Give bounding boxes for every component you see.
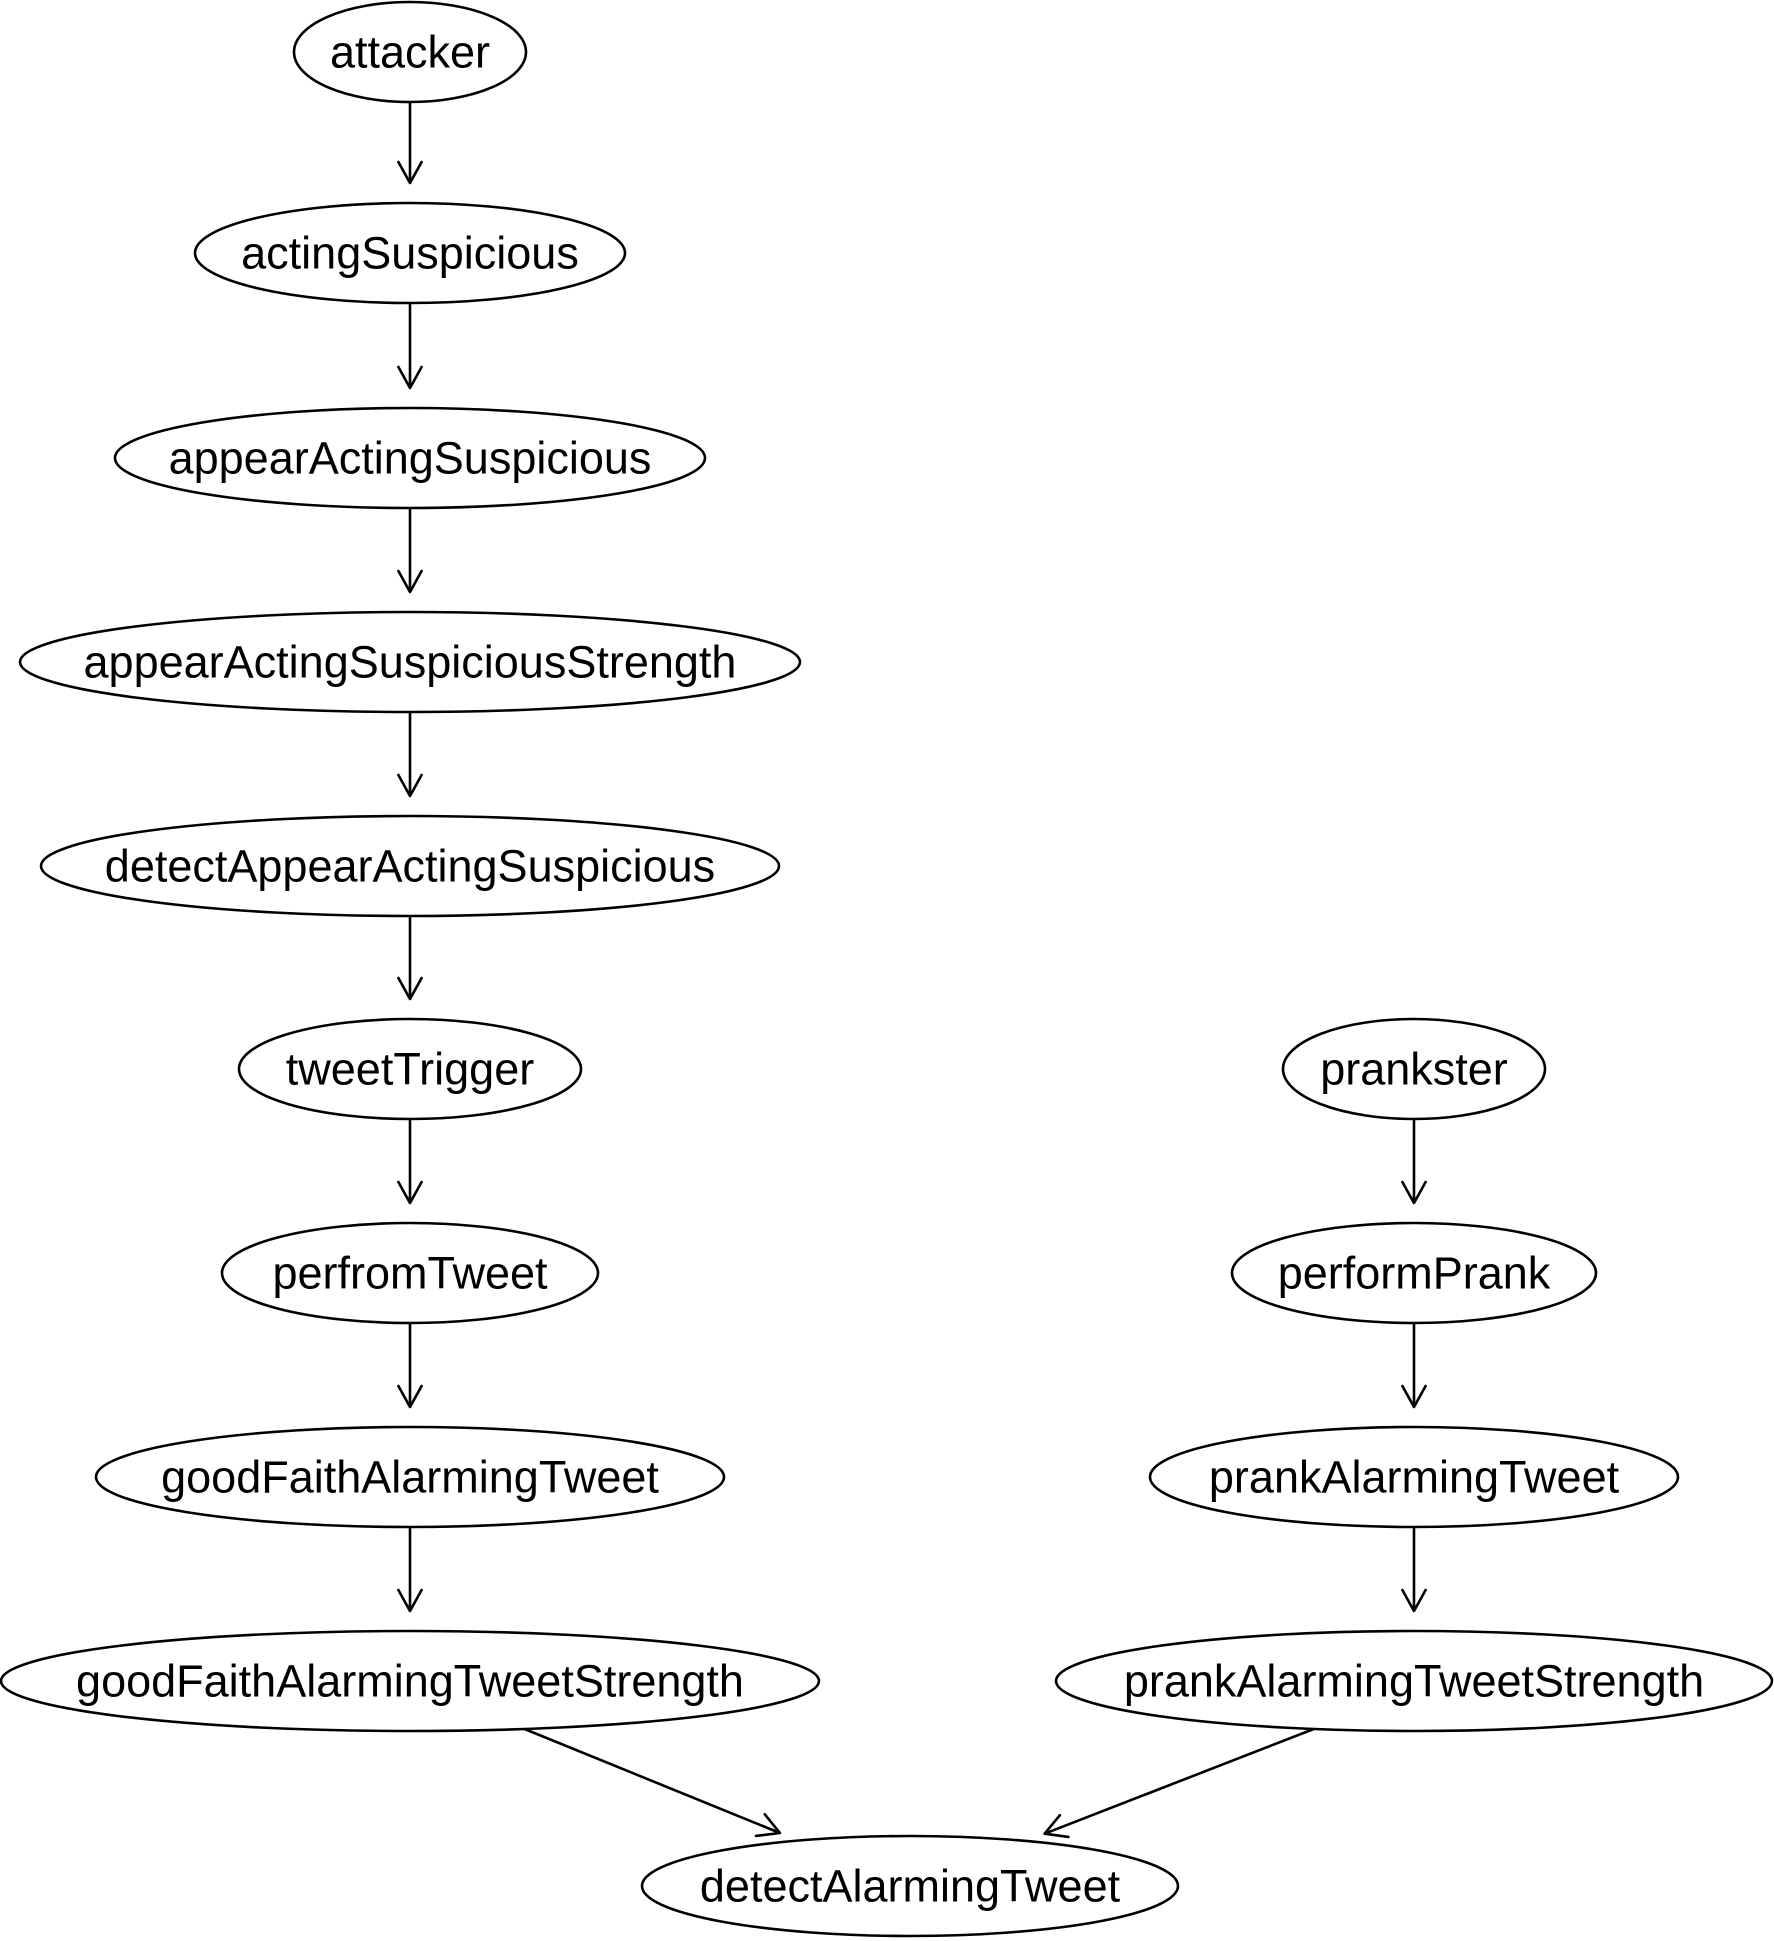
node-ellipse [640, 1834, 1180, 1938]
node-acting-suspicious: actingSuspicious [193, 201, 627, 305]
node-label: goodFaithAlarmingTweet [161, 1452, 659, 1503]
arrowhead-icon [1401, 1384, 1427, 1409]
node-label: actingSuspicious [241, 228, 579, 279]
node-label: appearActingSuspiciousStrength [84, 637, 737, 688]
arrowhead-icon [397, 1384, 423, 1409]
node-label: attacker [330, 27, 490, 78]
arrowhead-icon [1401, 1180, 1427, 1205]
edge-line [524, 1727, 781, 1835]
node-prank-alarming-tweet: prankAlarmingTweet [1148, 1425, 1680, 1529]
node-prank-alarming-tweet-strength: prankAlarmingTweetStrength [1054, 1629, 1774, 1733]
node-label: prankster [1320, 1044, 1508, 1095]
edge-detect-appear-acting-suspicious-to-tweet-trigger [397, 916, 423, 1001]
edge-attacker-to-acting-suspicious [397, 102, 423, 185]
edge-appear-acting-suspicious-strength-to-detect-appear-acting-suspicious [397, 712, 423, 798]
edge-line [1044, 1727, 1315, 1835]
node-label: appearActingSuspicious [169, 433, 652, 484]
node-label: performPrank [1278, 1248, 1551, 1299]
node-attacker: attacker [292, 0, 528, 104]
edge-acting-suspicious-to-appear-acting-suspicious [397, 303, 423, 390]
node-ellipse [237, 1017, 583, 1121]
edge-tweet-trigger-to-perfrom-tweet [397, 1119, 423, 1205]
node-appear-acting-suspicious: appearActingSuspicious [113, 406, 707, 510]
edges-layer [397, 102, 1427, 1839]
node-label: perfromTweet [272, 1248, 548, 1299]
node-ellipse [1281, 1017, 1547, 1121]
node-detect-alarming-tweet: detectAlarmingTweet [640, 1834, 1180, 1938]
node-ellipse [1230, 1221, 1598, 1325]
node-ellipse [18, 610, 802, 714]
node-ellipse [0, 1629, 821, 1733]
arrowhead-icon [397, 1180, 423, 1205]
arrowhead-icon [397, 569, 423, 594]
node-ellipse [113, 406, 707, 510]
node-detect-appear-acting-suspicious: detectAppearActingSuspicious [39, 814, 781, 918]
edge-perform-prank-to-prank-alarming-tweet [1401, 1323, 1427, 1409]
arrowhead-icon [397, 1588, 423, 1613]
edge-good-faith-alarming-tweet-strength-to-detect-alarming-tweet [524, 1727, 782, 1838]
node-label: tweetTrigger [286, 1044, 534, 1095]
node-appear-acting-suspicious-strength: appearActingSuspiciousStrength [18, 610, 802, 714]
node-ellipse [1054, 1629, 1774, 1733]
node-good-faith-alarming-tweet-strength: goodFaithAlarmingTweetStrength [0, 1629, 821, 1733]
arrowhead-icon [397, 773, 423, 798]
node-label: detectAlarmingTweet [700, 1861, 1121, 1912]
arrowhead-icon [397, 365, 423, 390]
edge-prank-alarming-tweet-strength-to-detect-alarming-tweet [1043, 1727, 1315, 1839]
node-label: prankAlarmingTweetStrength [1124, 1656, 1704, 1707]
node-ellipse [193, 201, 627, 305]
arrowhead-icon [754, 1813, 782, 1838]
node-ellipse [292, 0, 528, 104]
edge-prankster-to-perform-prank [1401, 1119, 1427, 1205]
node-prankster: prankster [1281, 1017, 1547, 1121]
node-ellipse [220, 1221, 600, 1325]
node-label: prankAlarmingTweet [1209, 1452, 1620, 1503]
arrowhead-icon [397, 160, 423, 185]
edge-prank-alarming-tweet-to-prank-alarming-tweet-strength [1401, 1527, 1427, 1613]
arrowhead-icon [1401, 1588, 1427, 1613]
edge-appear-acting-suspicious-to-appear-acting-suspicious-strength [397, 508, 423, 594]
arrowhead-icon [397, 976, 423, 1001]
node-label: detectAppearActingSuspicious [105, 841, 715, 892]
node-tweet-trigger: tweetTrigger [237, 1017, 583, 1121]
arrowhead-icon [1043, 1813, 1070, 1839]
edge-good-faith-alarming-tweet-to-good-faith-alarming-tweet-strength [397, 1527, 423, 1613]
node-perfrom-tweet: perfromTweet [220, 1221, 600, 1325]
node-ellipse [39, 814, 781, 918]
node-ellipse [94, 1425, 726, 1529]
node-label: goodFaithAlarmingTweetStrength [76, 1656, 744, 1707]
node-ellipse [1148, 1425, 1680, 1529]
node-good-faith-alarming-tweet: goodFaithAlarmingTweet [94, 1425, 726, 1529]
node-perform-prank: performPrank [1230, 1221, 1598, 1325]
edge-perfrom-tweet-to-good-faith-alarming-tweet [397, 1323, 423, 1409]
